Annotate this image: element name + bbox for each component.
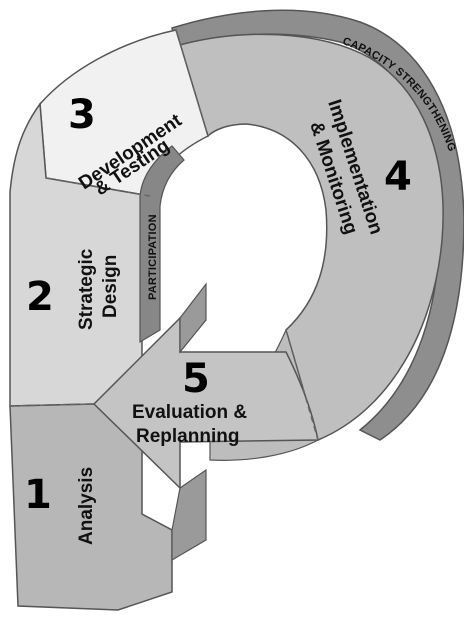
stage-1-number: 1: [24, 472, 52, 518]
divider-2-3: [45, 177, 151, 197]
stage-5-arrow-base: [171, 468, 207, 562]
stage-2-label-line-2: Design: [100, 255, 121, 318]
divider-4-5: [285, 329, 319, 441]
stage-5-label-line-1: Evaluation &: [132, 402, 247, 423]
stage-4-number: 4: [384, 154, 412, 200]
stage-3-number: 3: [68, 92, 96, 138]
inner-band: [139, 145, 185, 344]
divider-3-4: [175, 29, 209, 137]
stage-5-label-line-2: Replanning: [136, 426, 239, 447]
stage-5-number: 5: [182, 356, 210, 402]
stage-2-label-line-1: Strategic: [76, 248, 97, 330]
inner-band-label: PARTICIPATION: [147, 214, 159, 300]
outer-band: [171, 9, 464, 441]
stage-1-label: Analysis: [76, 467, 97, 545]
stage-4-segment: [175, 33, 444, 442]
stage-5-arrow-top: [179, 282, 207, 354]
stage-2-number: 2: [26, 274, 54, 320]
divider-1-2: [9, 403, 95, 407]
